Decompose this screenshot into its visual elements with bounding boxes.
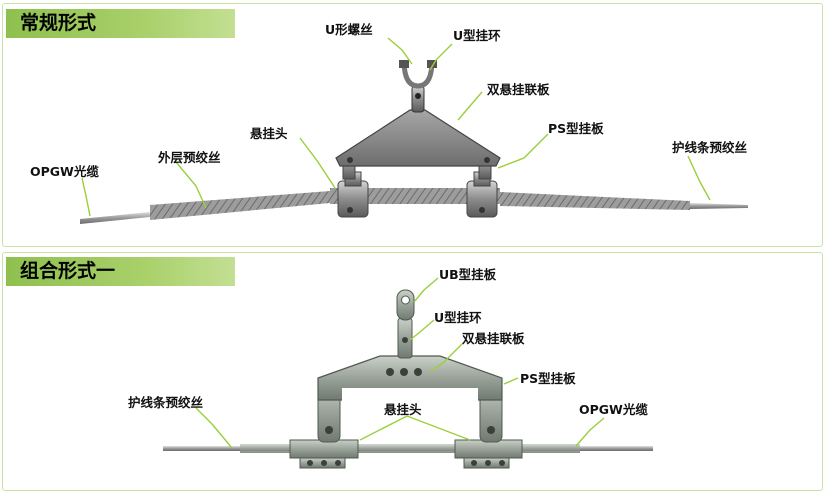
u-shackle-2 <box>397 317 413 359</box>
conventional-assembly <box>80 59 748 224</box>
label-u-shackle-2: U型挂环 <box>434 310 482 325</box>
label-clamp-head-2: 悬挂头 <box>383 402 422 417</box>
leaders-2 <box>195 277 605 449</box>
leaders-1 <box>81 37 711 217</box>
u-shackle-1 <box>411 85 425 113</box>
suspension-clamp-right-2 <box>454 439 523 469</box>
label-ps-plate-2: PS型挂板 <box>520 371 576 386</box>
section-title-conventional: 常规形式 <box>6 9 235 38</box>
double-yoke-plate-2 <box>317 355 503 402</box>
label-armor-rods-1: 护线条预绞丝 <box>672 140 748 155</box>
label-u-shackle-1: U型挂环 <box>453 28 501 43</box>
u-bolt-1 <box>399 59 437 89</box>
ub-plate-2 <box>396 289 415 321</box>
opgw-cable-2 <box>163 444 653 453</box>
label-outer-rods: 外层预绞丝 <box>157 150 221 165</box>
suspension-clamp-left-2 <box>289 439 359 469</box>
label-ub-plate: UB型挂板 <box>439 267 497 282</box>
opgw-cable-1 <box>80 188 748 224</box>
combination-assembly <box>163 289 653 469</box>
section-title-combination: 组合形式一 <box>6 257 235 286</box>
label-ps-plate-1: PS型挂板 <box>548 121 604 136</box>
label-opgw-1: OPGW光缆 <box>30 164 99 179</box>
label-clamp-head-1: 悬挂头 <box>249 126 288 141</box>
label-u-bolt: U形螺丝 <box>325 22 373 37</box>
label-double-yoke-1: 双悬挂联板 <box>486 82 550 97</box>
label-double-yoke-2: 双悬挂联板 <box>461 331 525 346</box>
double-yoke-plate-1 <box>335 109 501 167</box>
label-armor-rods-2: 护线条预绞丝 <box>128 395 204 410</box>
label-opgw-2: OPGW光缆 <box>579 402 648 417</box>
